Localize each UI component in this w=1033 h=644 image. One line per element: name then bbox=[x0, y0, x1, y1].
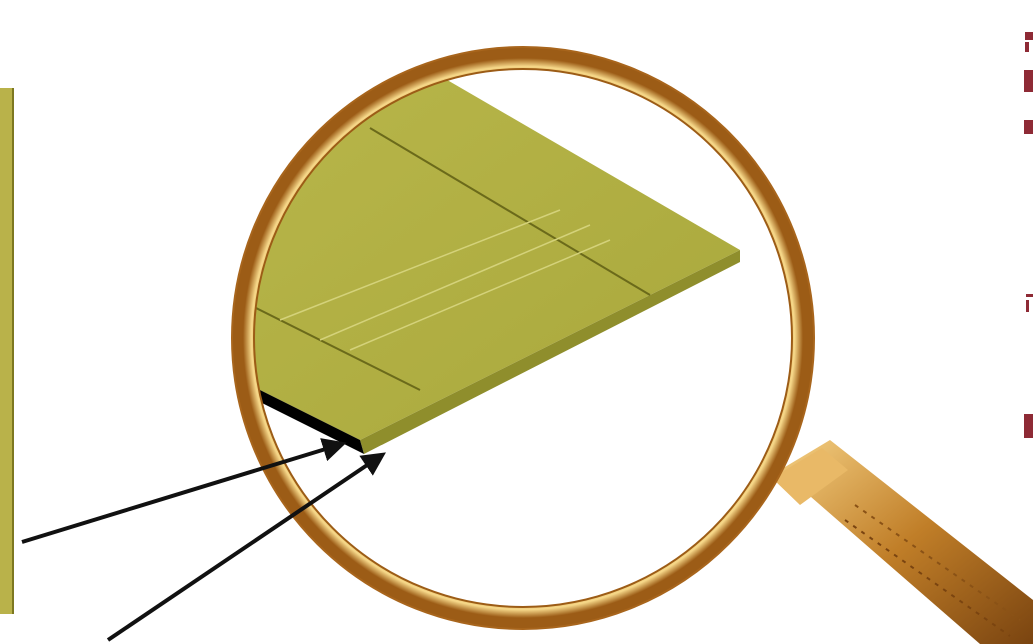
magnifier-handle bbox=[772, 440, 1033, 644]
right-edge-marks bbox=[1024, 32, 1033, 438]
left-edge-bar bbox=[0, 88, 14, 614]
